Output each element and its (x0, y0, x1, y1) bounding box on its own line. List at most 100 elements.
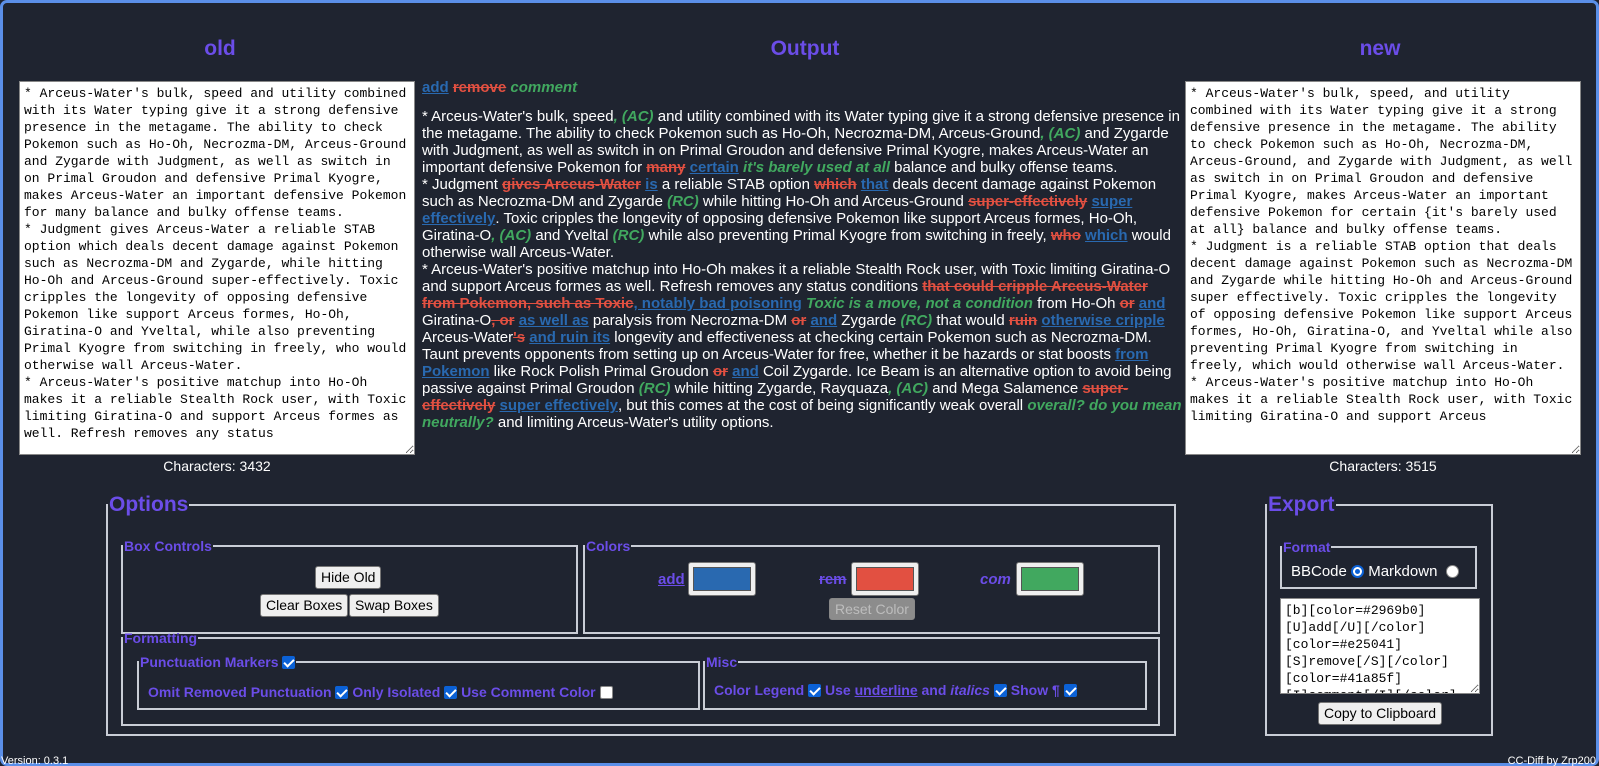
add-color-picker[interactable] (688, 562, 756, 596)
output-text: Arceus-Water (422, 329, 514, 346)
old-heading: old (204, 37, 236, 60)
output-text: balance and bulky offense teams. (890, 159, 1118, 176)
punctuation-markers-checkbox[interactable] (282, 656, 296, 669)
options-panel: Options (106, 493, 1176, 736)
markdown-label: Markdown (1368, 563, 1438, 580)
output-text: deals decent damage against Pokemon such… (422, 176, 1157, 210)
removed-text: gives Arceus-Water (502, 176, 641, 193)
bbcode-radio[interactable] (1351, 565, 1365, 578)
added-text: and (810, 312, 838, 329)
show-pilcrow-label: Show ¶ (1010, 682, 1060, 698)
added-text: which (1085, 227, 1128, 244)
colors-panel: Colors (583, 538, 1160, 634)
omit-removed-label: Omit Removed Punctuation (148, 684, 332, 700)
added-text: super effectively (422, 193, 1133, 227)
comment-text: (RC) (638, 380, 671, 397)
new-heading: new (1359, 37, 1401, 60)
output-text: Giratina-O (422, 312, 492, 329)
bbcode-label: BBCode (1291, 563, 1347, 580)
diff-output: add remove comment * Arceus-Water's bulk… (422, 79, 1182, 431)
markdown-radio[interactable] (1445, 565, 1459, 578)
output-text: from Ho-Oh (1032, 295, 1120, 312)
add-color-swatch (693, 567, 751, 591)
output-text: and limiting Arceus-Water's utility opti… (493, 414, 774, 431)
punctuation-options-row: Omit Removed Punctuation Only Isolated U… (148, 684, 613, 700)
misc-options-row: Color Legend Use underline and italics S… (714, 682, 1077, 698)
use-comment-color-checkbox[interactable] (599, 686, 613, 699)
box-controls-title: Box Controls (124, 538, 212, 554)
added-text: that (860, 176, 889, 193)
output-text: longevity and effectiveness at checking … (422, 329, 1152, 363)
export-panel: Export (1265, 493, 1493, 736)
use-comment-color-label: Use Comment Color (461, 684, 596, 700)
color-legend: add remove comment (422, 79, 1182, 96)
misc-title: Misc (706, 654, 738, 670)
italics-label: italics (950, 682, 990, 698)
output-text: . Toxic cripples the longevity of opposi… (422, 210, 1138, 244)
comment-text: (RC) (667, 193, 699, 210)
misc-panel: Misc (703, 654, 1147, 710)
com-color-label: com (980, 571, 1011, 588)
underline-italics-checkbox[interactable] (993, 684, 1007, 697)
rem-color-picker[interactable] (851, 562, 919, 596)
formatting-title: Formatting (124, 630, 198, 646)
comment-text: it's barely used at all (743, 159, 890, 176)
old-textarea[interactable] (19, 81, 415, 455)
only-isolated-checkbox[interactable] (444, 686, 458, 699)
com-color-swatch (1021, 567, 1079, 591)
export-textarea[interactable] (1280, 598, 1480, 694)
added-text: is (645, 176, 658, 193)
swap-boxes-button[interactable]: Swap Boxes (349, 594, 439, 617)
show-pilcrow-checkbox[interactable] (1063, 684, 1077, 697)
added-text: as well as (518, 312, 589, 329)
output-text: Coil Zygarde. Ice Beam is an alternative… (422, 363, 1172, 397)
output-text: * Judgment (422, 176, 503, 193)
output-text: * Arceus-Water's positive matchup into H… (422, 261, 1171, 295)
rem-color-swatch (856, 567, 914, 591)
version-label: Version: 0.3.1 (1, 755, 69, 766)
added-text: otherwise cripple (1041, 312, 1165, 329)
color-legend-label: Color Legend (714, 682, 805, 698)
removed-text: or (712, 363, 728, 380)
output-text: and utility combined with its Water typi… (422, 108, 1180, 142)
comment-text: overall? do you mean neutrally? (422, 397, 1182, 431)
clear-boxes-button[interactable]: Clear Boxes (260, 594, 349, 617)
color-legend-checkbox[interactable] (808, 684, 822, 697)
output-text: like Rock Polish Primal Groudon (489, 363, 713, 380)
format-title: Format (1283, 539, 1331, 555)
punctuation-title-label: Punctuation Markers (140, 654, 279, 670)
output-text: while also preventing Primal Kyogre from… (644, 227, 1051, 244)
reset-color-button[interactable]: Reset Color (829, 598, 915, 620)
diff-text: * Arceus-Water's bulk, speed , (AC) and u… (422, 108, 1182, 431)
legend-add: add (422, 79, 449, 96)
comment-text: , (AC) (1040, 125, 1081, 142)
added-text: and (732, 363, 759, 380)
added-text: from Pokemon (422, 346, 1149, 380)
formatting-panel: Formatting (121, 630, 1160, 726)
comment-text: (RC) (900, 312, 933, 329)
punctuation-title: Punctuation Markers (139, 654, 296, 670)
comment-text: Toxic is a move, not a condition (805, 295, 1033, 312)
and-label: and (921, 682, 947, 698)
removed-text: or (1119, 295, 1135, 312)
new-textarea[interactable] (1185, 81, 1581, 455)
output-text: and Zygarde with Judgment, as well as sw… (422, 125, 1169, 176)
output-text: a reliable STAB option (657, 176, 815, 193)
format-options: BBCode Markdown (1291, 563, 1459, 580)
removed-text: , or (491, 312, 515, 329)
com-color-picker[interactable] (1016, 562, 1084, 596)
output-text: that would (932, 312, 1009, 329)
output-text: * Arceus-Water's bulk, speed (422, 108, 614, 125)
output-text: while hitting Ho-Oh and Arceus-Ground (698, 193, 969, 210)
added-text: , notably bad poisoning (633, 295, 802, 312)
removed-text: super-effectively (422, 380, 1129, 414)
output-text: and Mega Salamence (928, 380, 1083, 397)
omit-removed-checkbox[interactable] (335, 686, 349, 699)
output-text: while hitting Zygarde, Rayquaza (670, 380, 889, 397)
output-text: , but this comes at the cost of being si… (617, 397, 1028, 414)
copy-to-clipboard-button[interactable]: Copy to Clipboard (1318, 702, 1443, 725)
removed-text: ruin (1008, 312, 1038, 329)
output-heading: Output (770, 37, 840, 60)
hide-old-button[interactable]: Hide Old (315, 566, 382, 589)
